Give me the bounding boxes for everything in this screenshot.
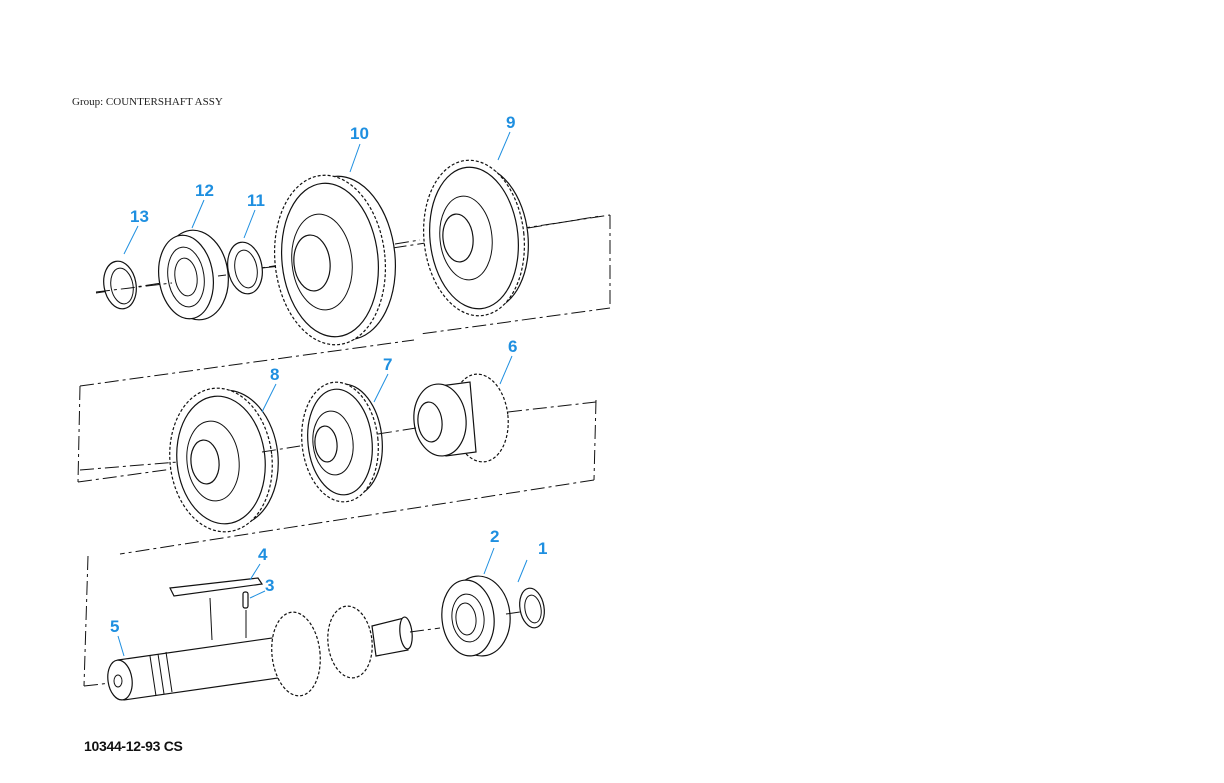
callout-labels: 1 2 3 4 5 6 7 8 9 10 11 12 13 xyxy=(110,113,547,636)
part-11-snap-ring[interactable] xyxy=(224,239,267,296)
callout-4[interactable]: 4 xyxy=(258,545,268,564)
callout-9[interactable]: 9 xyxy=(506,113,515,132)
callout-3[interactable]: 3 xyxy=(265,576,274,595)
part-13-snap-ring[interactable] xyxy=(100,259,140,312)
leader-lines xyxy=(117,131,528,657)
diagram-reference-code: 10344-12-93 CS xyxy=(84,738,183,754)
callout-7[interactable]: 7 xyxy=(383,355,392,374)
callout-1[interactable]: 1 xyxy=(538,539,547,558)
part-10-large-gear[interactable] xyxy=(266,170,403,351)
part-2-bearing[interactable] xyxy=(438,573,514,659)
part-7-gear[interactable] xyxy=(296,378,388,505)
part-3-pin[interactable] xyxy=(242,591,249,638)
callout-11[interactable]: 11 xyxy=(247,191,265,210)
group-title: Group: COUNTERSHAFT ASSY xyxy=(72,96,223,108)
callout-10[interactable]: 10 xyxy=(350,124,369,143)
callout-8[interactable]: 8 xyxy=(270,365,279,384)
part-6-sliding-gear[interactable] xyxy=(410,371,512,464)
callout-12[interactable]: 12 xyxy=(195,181,214,200)
callout-2[interactable]: 2 xyxy=(490,527,499,546)
part-1-snap-ring[interactable] xyxy=(517,586,548,630)
middle-row-assembly xyxy=(77,339,597,555)
top-row-assembly xyxy=(95,155,611,351)
part-12-bearing[interactable] xyxy=(153,226,234,324)
part-9-large-gear[interactable] xyxy=(416,155,535,321)
bottom-axis xyxy=(409,611,521,633)
top-axis xyxy=(95,215,601,293)
part-5-countershaft[interactable] xyxy=(105,604,413,702)
callout-13[interactable]: 13 xyxy=(130,207,149,226)
part-8-gear[interactable] xyxy=(163,383,285,537)
callout-6[interactable]: 6 xyxy=(508,337,517,356)
part-4-key[interactable] xyxy=(169,577,264,641)
middle-row-frame xyxy=(77,339,597,555)
callout-5[interactable]: 5 xyxy=(110,617,119,636)
middle-axis xyxy=(79,401,597,471)
bottom-row-assembly xyxy=(83,555,548,702)
